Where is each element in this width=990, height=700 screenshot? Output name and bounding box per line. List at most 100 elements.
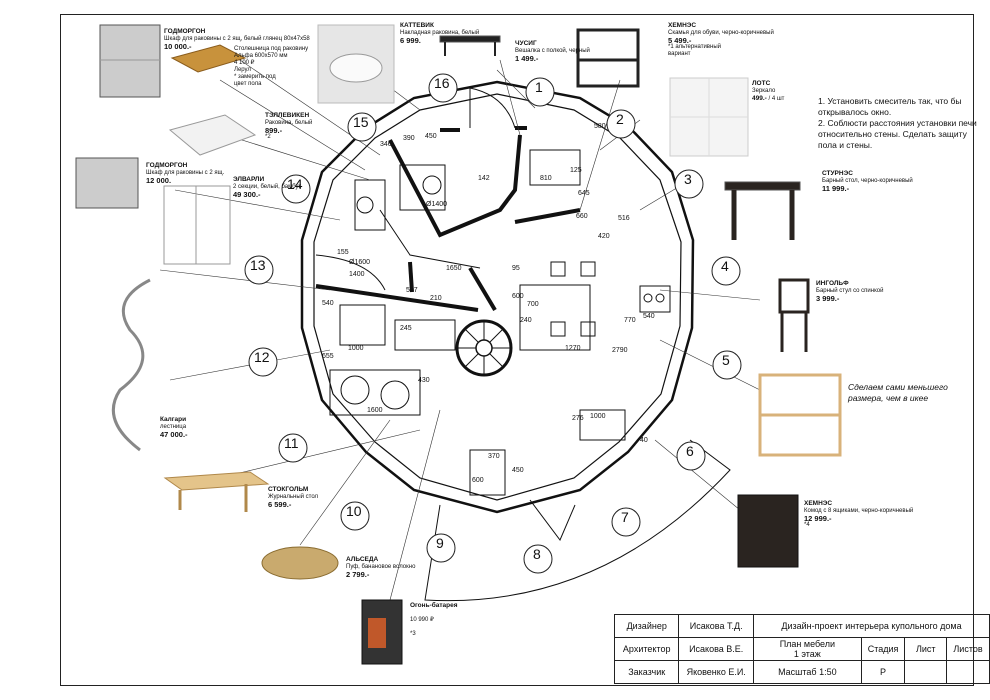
callout-5: 5 xyxy=(722,352,730,368)
product-price: 4 100 ₽ xyxy=(234,60,255,66)
product-price: 5 499.- xyxy=(668,36,692,45)
product-mark: *1 xyxy=(668,44,674,50)
dimension-label: 346 xyxy=(380,141,392,148)
callout-10: 10 xyxy=(346,503,362,519)
label-stockholm: СТОКГОЛЬМ Журнальный стол 6 599.- xyxy=(268,486,318,508)
dimension-label: 1400 xyxy=(349,271,365,278)
dimension-label: 600 xyxy=(472,477,484,484)
veranda-arc xyxy=(424,439,731,602)
product-name: ЧУСИГ xyxy=(515,40,537,47)
callout-7: 7 xyxy=(621,509,629,525)
product-desc: Барный стол, черно-коричневый xyxy=(822,178,913,184)
sheet-title-line2: 1 этаж xyxy=(793,649,821,659)
stage-label: Стадия xyxy=(860,637,906,661)
dimension-label: 1000 xyxy=(590,413,606,420)
product-desc: Комод с 8 ящиками, черно-коричневый xyxy=(804,508,914,514)
product-price: 2 799.- xyxy=(346,570,370,579)
note-1: 1. Установить смеситель так, что бы xyxy=(818,96,962,106)
callout-13: 13 xyxy=(250,257,266,273)
product-mark: *4 xyxy=(804,522,810,528)
architect-role: Архитектор xyxy=(613,637,680,661)
dimension-label: 390 xyxy=(403,135,415,142)
callout-14: 14 xyxy=(287,176,303,192)
product-images xyxy=(75,24,842,665)
dimension-label: 700 xyxy=(527,301,539,308)
dimension-label: 1650 xyxy=(446,265,462,272)
dimension-label: Ø1400 xyxy=(426,201,447,208)
note-2b: относительно стены. Сделать защиту xyxy=(818,129,967,139)
product-price: 11 999.- xyxy=(822,184,850,193)
product-desc: Шкаф для раковины с 2 ящ. xyxy=(146,170,225,176)
product-extra3: цвет пола xyxy=(234,81,262,87)
dimension-label: 450 xyxy=(512,467,524,474)
dimension-label: 660 xyxy=(576,213,588,220)
dimension-label: 420 xyxy=(598,233,610,240)
callout-16: 16 xyxy=(434,75,450,91)
product-alt2: вариант xyxy=(668,51,691,57)
product-alt: альтернативный xyxy=(675,44,721,50)
product-desc: Журнальный стол xyxy=(268,494,319,500)
label-alseda: АЛЬСЕДА Пуф, банановое волокно 2 799.- xyxy=(346,556,415,578)
product-desc: Пуф, банановое волокно xyxy=(346,564,416,570)
sheets-label: Листов xyxy=(946,637,990,661)
tallevik-sink-image xyxy=(168,114,257,156)
product-extra2: * замерить под xyxy=(234,74,276,80)
note-2c: пола и стены. xyxy=(818,140,873,150)
title-block: Дизайнер Исакова Т.Д. Дизайн-проект инте… xyxy=(613,614,990,684)
drawing-frame xyxy=(60,14,974,686)
dimension-label: 810 xyxy=(540,175,552,182)
dimension-label: 1600 xyxy=(367,407,383,414)
label-tallevik: ТЭЛЛЕВИКЕН Раковина, белый 899.- *2 xyxy=(265,112,312,141)
architect-name: Исакова В.Е. xyxy=(678,637,754,661)
product-unit: / 4 шт xyxy=(768,96,785,102)
label-stove: Огонь-батарея 10 990 ₽ *3 xyxy=(410,602,458,638)
stockholm-table-image xyxy=(163,471,270,491)
product-name: ТЭЛЛЕВИКЕН xyxy=(265,112,310,119)
dimension-label: 540 xyxy=(643,313,655,320)
designer-name: Исакова Т.Д. xyxy=(678,614,754,638)
label-godmorgon-1: ГОДМОРГОН Шкаф для раковины с 2 ящ, белы… xyxy=(164,28,310,50)
dimension-label: 450 xyxy=(425,133,437,140)
callout-12: 12 xyxy=(254,349,270,365)
product-extra: Лерул xyxy=(234,67,251,73)
product-name: ЛОТС xyxy=(752,80,771,87)
dimension-label: Ø1600 xyxy=(349,259,370,266)
dimension-label: 770 xyxy=(624,317,636,324)
product-desc: Скамья для обуви, черно-коричневый xyxy=(668,30,774,36)
product-name: КАТТЕВИК xyxy=(400,22,434,29)
callout-4: 4 xyxy=(721,258,729,274)
dimension-label: 95 xyxy=(512,265,520,272)
stage-value: Р xyxy=(860,660,906,684)
outer-wall xyxy=(300,80,695,514)
product-name: ХЕМНЭС xyxy=(668,22,697,29)
ingolf-stool-image xyxy=(778,278,810,314)
label-ingolf: ИНГОЛЬФ Барный стул со спинкой 3 999.- xyxy=(816,280,883,302)
dimension-label: 155 xyxy=(337,249,349,256)
product-price: 6 599.- xyxy=(268,500,292,509)
dimension-label: 40 xyxy=(640,437,648,444)
product-name: Калгари xyxy=(160,416,187,423)
product-mark: *3 xyxy=(410,631,416,637)
dimension-label: 540 xyxy=(322,300,334,307)
sheet-value xyxy=(904,660,948,684)
callout-8: 8 xyxy=(533,546,541,562)
label-countertop: Столешница под раковину Альфа 600х570 мм… xyxy=(234,46,308,88)
product-desc: Шкаф для раковины с 2 ящ, белый глянец 8… xyxy=(164,36,310,42)
dimension-label: 600 xyxy=(512,293,524,300)
product-name: АЛЬСЕДА xyxy=(346,556,379,563)
spiral-staircase xyxy=(455,319,513,377)
label-stornas: СТУРНЭС Барный стол, черно-коричневый 11… xyxy=(822,170,913,192)
product-name: ЭЛВАРЛИ xyxy=(233,176,265,183)
product-desc: Барный стул со спинкой xyxy=(816,288,884,294)
dimension-label: 125 xyxy=(570,167,582,174)
dimension-label: 1270 xyxy=(565,345,581,352)
product-price: 10 990 ₽ xyxy=(410,617,434,623)
product-name: ХЕМНЭС xyxy=(804,500,833,507)
product-price: 10 000.- xyxy=(164,42,192,51)
product-name: ГОДМОРГОН xyxy=(164,28,206,35)
sheet-title: План мебели 1 этаж xyxy=(753,637,862,661)
designer-role: Дизайнер xyxy=(613,614,680,638)
dimension-label: 580 xyxy=(594,123,606,130)
dimension-label: 240 xyxy=(520,317,532,324)
